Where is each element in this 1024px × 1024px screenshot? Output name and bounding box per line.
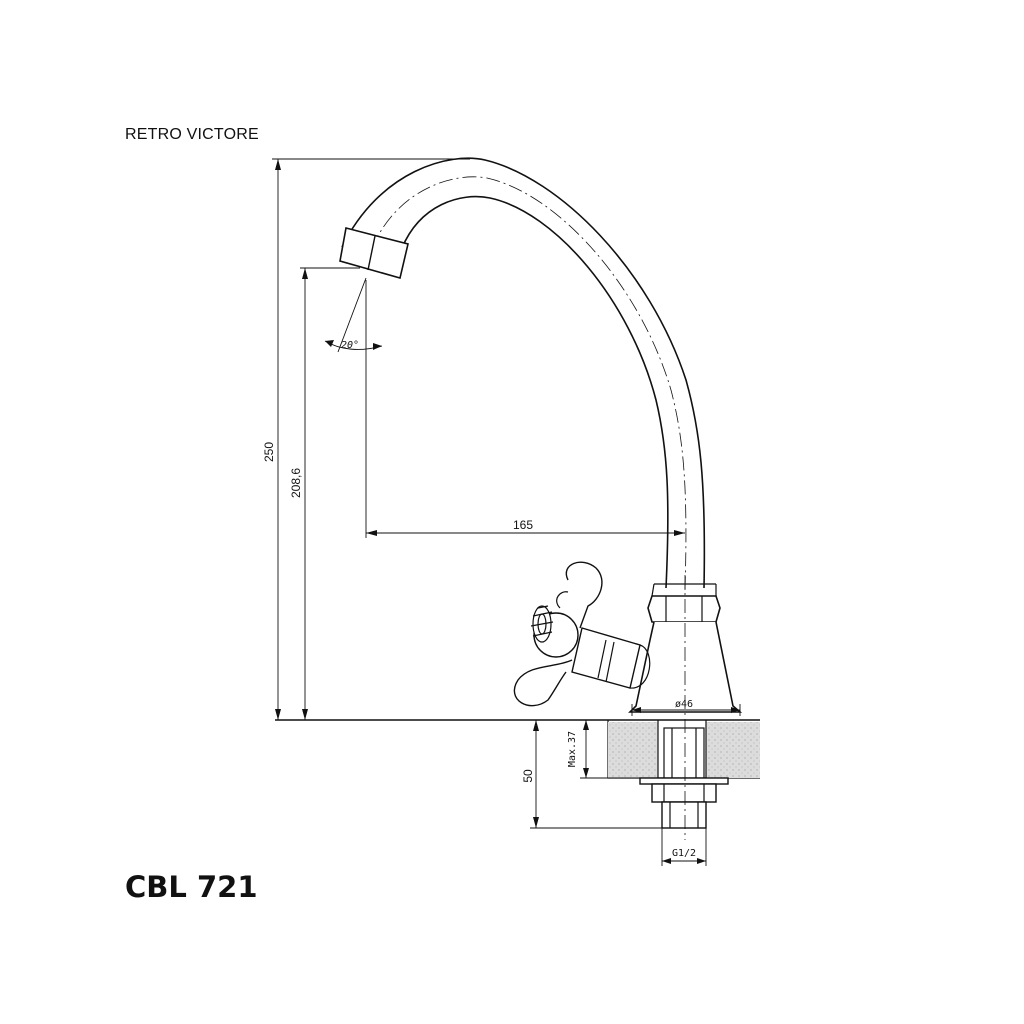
- aerator: [339, 227, 409, 279]
- cross-handle: [513, 561, 651, 707]
- countertop: [275, 719, 760, 779]
- dim-aerator-angle: 20°: [341, 340, 359, 351]
- dim-max-counter: Max.37: [567, 731, 578, 767]
- series-label: RETRO VICTORE: [125, 126, 259, 143]
- dim-total-height: 250: [262, 442, 276, 462]
- shank-fixing: [639, 727, 729, 829]
- model-code: CBL 721: [125, 870, 258, 904]
- spout: [341, 157, 706, 591]
- dim-outlet-height: 208,6: [289, 468, 303, 498]
- dim-shank-length: 50: [521, 769, 535, 783]
- dim-reach: 165: [513, 518, 533, 532]
- dim-base-diameter: ø46: [675, 699, 693, 710]
- dim-connection-thread: G1/2: [672, 848, 696, 859]
- dimension-lines: [272, 158, 741, 866]
